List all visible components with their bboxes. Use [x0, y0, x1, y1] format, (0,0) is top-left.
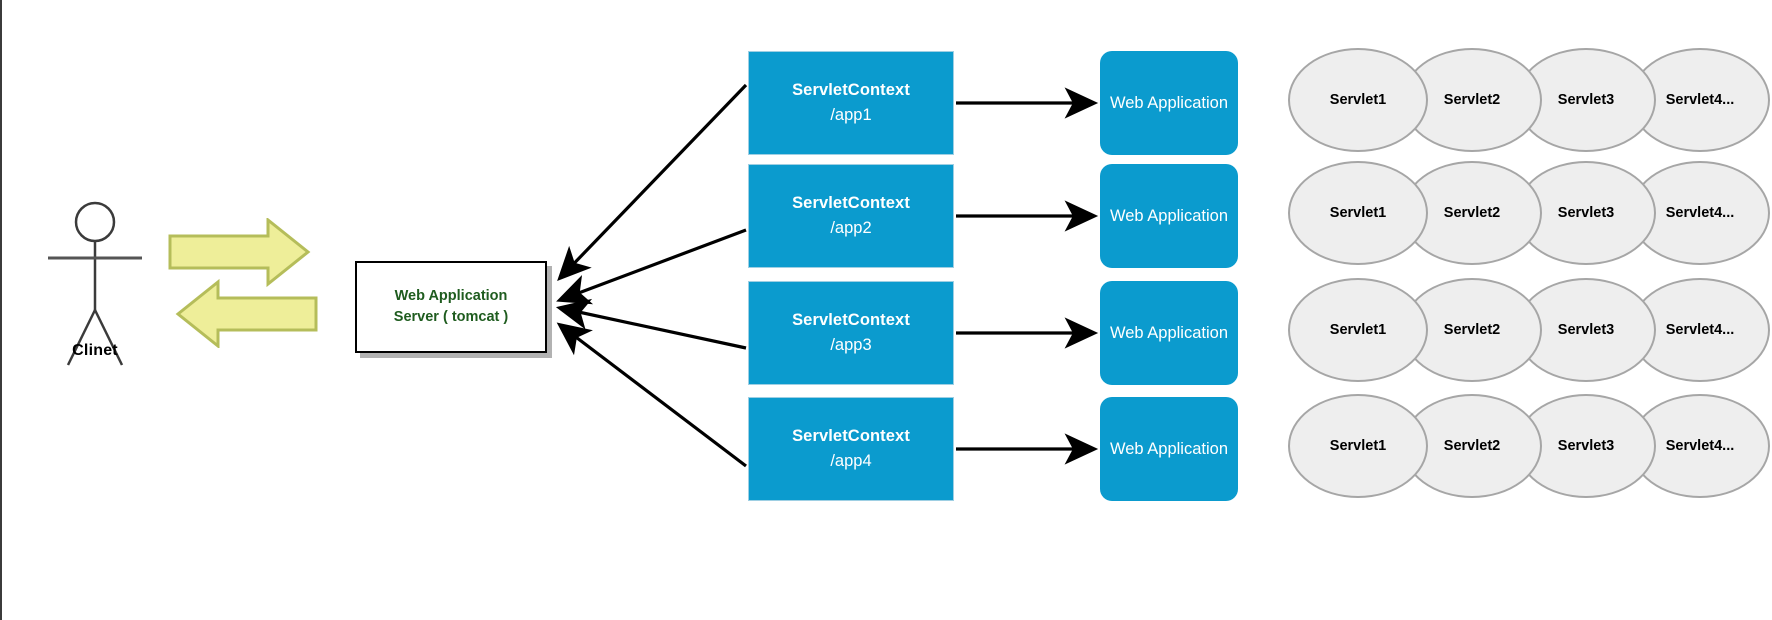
servlet-context-path: /app1 — [830, 106, 872, 124]
client-actor — [40, 200, 150, 370]
web-application-box-app2[interactable]: Web Application — [1100, 164, 1238, 268]
web-application-box-app4[interactable]: Web Application — [1100, 397, 1238, 501]
app-row: ServletContext /app2 Web Application Ser… — [0, 161, 1772, 271]
arrow-right-icon — [168, 218, 311, 288]
servlet-ellipse[interactable]: Servlet1 — [1288, 161, 1428, 265]
server-box-text: Web Application Server ( tomcat ) — [394, 286, 508, 328]
servlet-context-path: /app3 — [830, 336, 872, 354]
server-line-2: Server ( tomcat ) — [393, 309, 509, 325]
servlet-group-app3: Servlet1 Servlet2 Servlet3 Servlet4... — [1288, 278, 1770, 388]
servlet-group-app1: Servlet1 Servlet2 Servlet3 Servlet4... — [1288, 48, 1770, 158]
web-application-box-app1[interactable]: Web Application — [1100, 51, 1238, 155]
servlet-context-box-app1[interactable]: ServletContext /app1 — [748, 51, 954, 155]
servlet-ellipse[interactable]: Servlet4... — [1630, 48, 1770, 152]
servlet-ellipse[interactable]: Servlet1 — [1288, 48, 1428, 152]
servlet-context-title: ServletContext — [792, 194, 910, 213]
app-row: ServletContext /app3 Web Application Ser… — [0, 278, 1772, 388]
servlet-context-box-app4[interactable]: ServletContext /app4 — [748, 397, 954, 501]
servlet-context-title: ServletContext — [792, 427, 910, 446]
servlet-ellipse[interactable]: Servlet1 — [1288, 394, 1428, 498]
client-server-exchange-arrows — [168, 218, 318, 348]
servlet-group-app4: Servlet1 Servlet2 Servlet3 Servlet4... — [1288, 394, 1770, 504]
stick-figure-actor-icon — [40, 200, 150, 370]
client-label: Clinet — [72, 342, 118, 359]
server-line-1: Web Application — [394, 287, 508, 304]
servlet-group-app2: Servlet1 Servlet2 Servlet3 Servlet4... — [1288, 161, 1770, 271]
app-row: ServletContext /app4 Web Application Ser… — [0, 394, 1772, 504]
servlet-context-title: ServletContext — [792, 81, 910, 100]
servlet-context-path: /app4 — [830, 452, 872, 470]
web-application-server-box[interactable]: Web Application Server ( tomcat ) — [355, 261, 547, 353]
servlet-context-title: ServletContext — [792, 311, 910, 330]
arrow-left-icon — [175, 278, 318, 348]
web-application-box-app3[interactable]: Web Application — [1100, 281, 1238, 385]
servlet-context-path: /app2 — [830, 219, 872, 237]
app-row: ServletContext /app1 Web Application Ser… — [0, 48, 1772, 158]
left-edge-rule — [0, 0, 2, 620]
servlet-context-box-app3[interactable]: ServletContext /app3 — [748, 281, 954, 385]
servlet-context-box-app2[interactable]: ServletContext /app2 — [748, 164, 954, 268]
servlet-ellipse[interactable]: Servlet1 — [1288, 278, 1428, 382]
